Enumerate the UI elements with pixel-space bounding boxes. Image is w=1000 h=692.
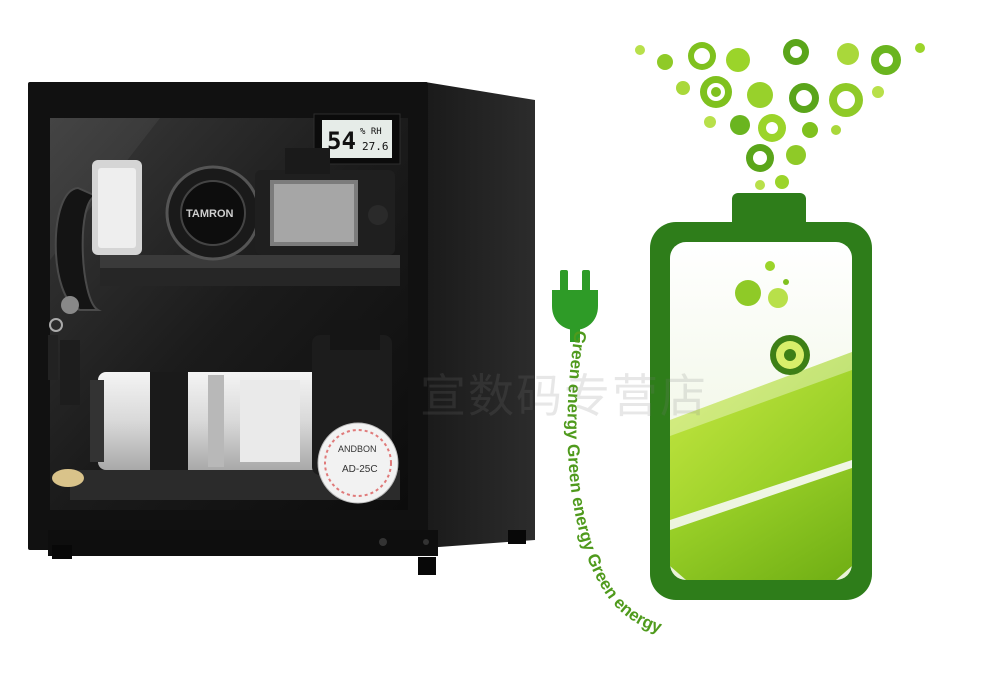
humidity-unit: % RH — [360, 127, 382, 137]
indicator-brand: ANDBON — [338, 444, 377, 454]
indicator-model: AD-25C — [342, 464, 378, 475]
telephoto-lens — [90, 372, 328, 470]
dslr-camera-top — [255, 148, 395, 255]
humidity-indicator-card: ANDBON AD-25C — [317, 422, 399, 504]
eco-icons-cloud — [635, 39, 925, 201]
humidity-reading: 54 — [327, 127, 356, 155]
door-handle — [48, 186, 102, 405]
tamron-lens: TAMRON — [165, 165, 261, 261]
store-watermark: 宣数码专营店 — [420, 369, 708, 423]
lens-cap-label: TAMRON — [186, 208, 234, 220]
plug-icon — [552, 270, 598, 342]
brand-badge — [52, 469, 84, 487]
temperature-reading: 27.6 — [362, 140, 389, 153]
dry-cabinet: 54 % RH 27.6 TAMRON — [28, 82, 535, 575]
flash-unit — [92, 160, 142, 255]
green-energy-graphic: Green energy Green energy Green energy — [552, 39, 925, 637]
battery-graphic — [650, 193, 872, 600]
